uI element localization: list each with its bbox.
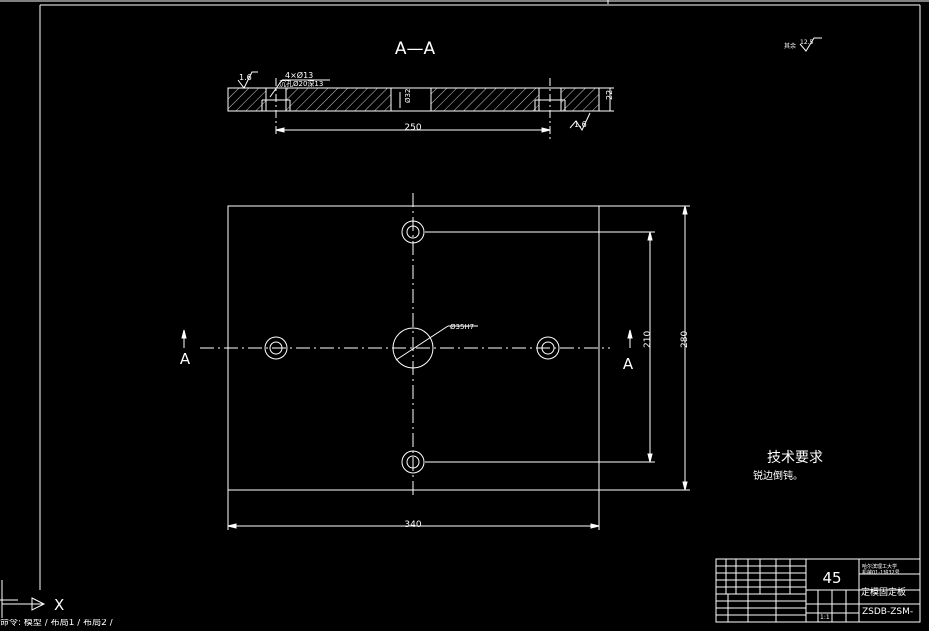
ucs-icon	[1, 580, 46, 618]
span-dim: 250	[404, 123, 421, 133]
command-line[interactable]: 命令: 模型 / 布局1 / 布局2 /	[0, 619, 113, 627]
roughness-value: 12.5	[800, 39, 814, 46]
pitch-dim: 210	[643, 331, 653, 348]
ucs-x-label: X	[54, 596, 64, 614]
center-bore-callout: Ø35H7	[450, 323, 474, 331]
center-bore-circle	[392, 327, 434, 369]
height-dim: 280	[680, 331, 690, 348]
hole-right	[536, 336, 560, 360]
hole-callout-1: 4×Ø13	[285, 70, 313, 80]
thickness-dim: 22	[605, 90, 614, 100]
center-bore-dim: Ø32	[404, 89, 412, 103]
tech-req-item: 锐边倒钝。	[753, 469, 803, 482]
tech-req-title: 技术要求	[767, 450, 823, 466]
roughness-bottom-label: 1.6	[574, 120, 587, 129]
school-line-1: 哈尔滨理工大学	[862, 563, 897, 570]
school-line-2: 机械01-1班32号	[862, 569, 900, 576]
scale-label: 1:1	[820, 614, 830, 621]
section-mark-right: A	[623, 355, 634, 373]
section-title: A—A	[395, 39, 436, 59]
general-roughness: 其余 12.5	[784, 37, 822, 52]
hole-bottom	[401, 450, 425, 474]
hole-top	[401, 220, 425, 244]
section-mark-left: A	[180, 350, 191, 368]
material-label: 45	[822, 569, 841, 587]
hole-callout-2: 沉孔Ø20深13	[279, 79, 323, 88]
plan-view	[181, 193, 690, 530]
section-view: 1.6 4×Ø13 沉孔Ø20深13 Ø32 22 250 1.6	[227, 70, 614, 140]
title-block	[715, 558, 921, 623]
hole-left	[264, 336, 288, 360]
roughness-left-label: 1.6	[239, 73, 252, 82]
width-dim: 340	[404, 520, 421, 530]
drawing-number: ZSDB-ZSM-	[862, 607, 913, 617]
part-name: 定模固定板	[861, 586, 906, 598]
roughness-prefix: 其余	[784, 42, 796, 50]
